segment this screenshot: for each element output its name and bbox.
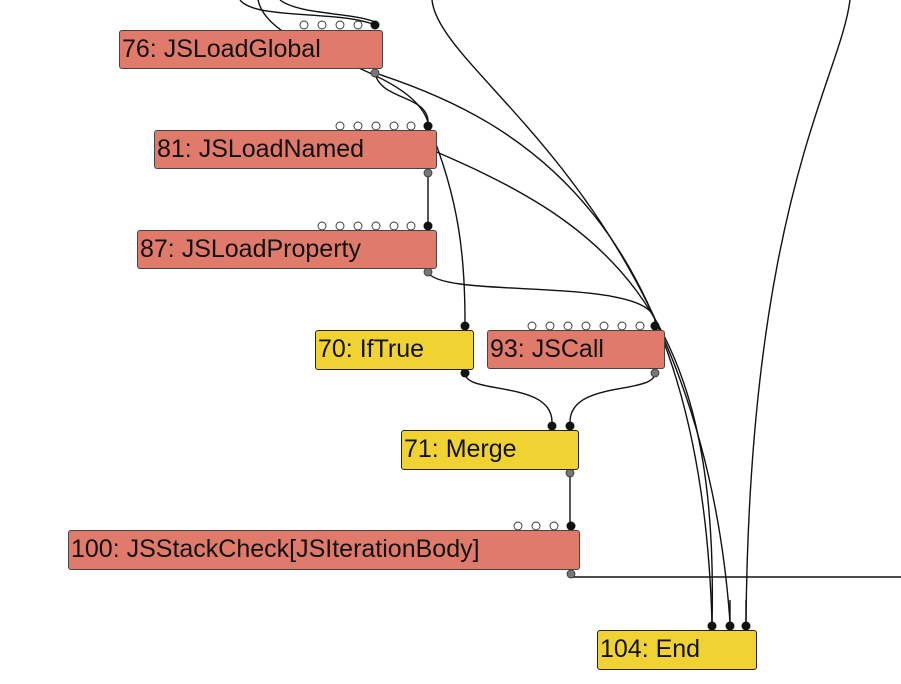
node-label: 71: Merge [404,435,517,463]
node-label: 100: JSStackCheck[JSIterationBody] [71,535,480,563]
edge-87-93 [427,271,656,323]
node-81-jsloadnamed[interactable]: 81: JSLoadNamed [154,130,437,169]
node-70-iftrue[interactable]: 70: IfTrue [315,330,474,370]
node-76-jsloadglobal[interactable]: 76: JSLoadGlobal [119,30,383,69]
node-104-end[interactable]: 104: End [597,630,757,670]
edge-into-76 [239,0,376,26]
edge-81-70 [427,123,466,323]
node-93-jscall[interactable]: 93: JSCall [487,330,665,369]
node-87-jsloadproperty[interactable]: 87: JSLoadProperty [137,230,437,269]
edge-top-104b [745,0,851,623]
node-label: 93: JSCall [490,335,604,363]
node-label: 70: IfTrue [318,335,425,363]
node-label: 87: JSLoadProperty [140,235,361,263]
edge-into-76b [279,0,376,23]
ports-70 [460,321,470,378]
ports-93 [527,321,660,378]
node-label: 76: JSLoadGlobal [122,35,321,63]
ports-104 [707,621,751,631]
node-100-jsstackcheck[interactable]: 100: JSStackCheck[JSIterationBody] [68,530,580,570]
node-label: 81: JSLoadNamed [157,135,365,163]
ports-100 [513,521,576,579]
node-label: 104: End [600,635,701,663]
node-71-merge[interactable]: 71: Merge [401,430,579,470]
edge-mid-104 [419,144,714,623]
edge-76-81 [374,72,429,123]
edge-93-71 [569,372,656,423]
edge-70-71 [464,372,553,423]
edge-top-104a [431,0,731,623]
ports-76 [299,20,380,78]
edge-76-104 [374,72,713,623]
ports-81 [335,121,433,178]
